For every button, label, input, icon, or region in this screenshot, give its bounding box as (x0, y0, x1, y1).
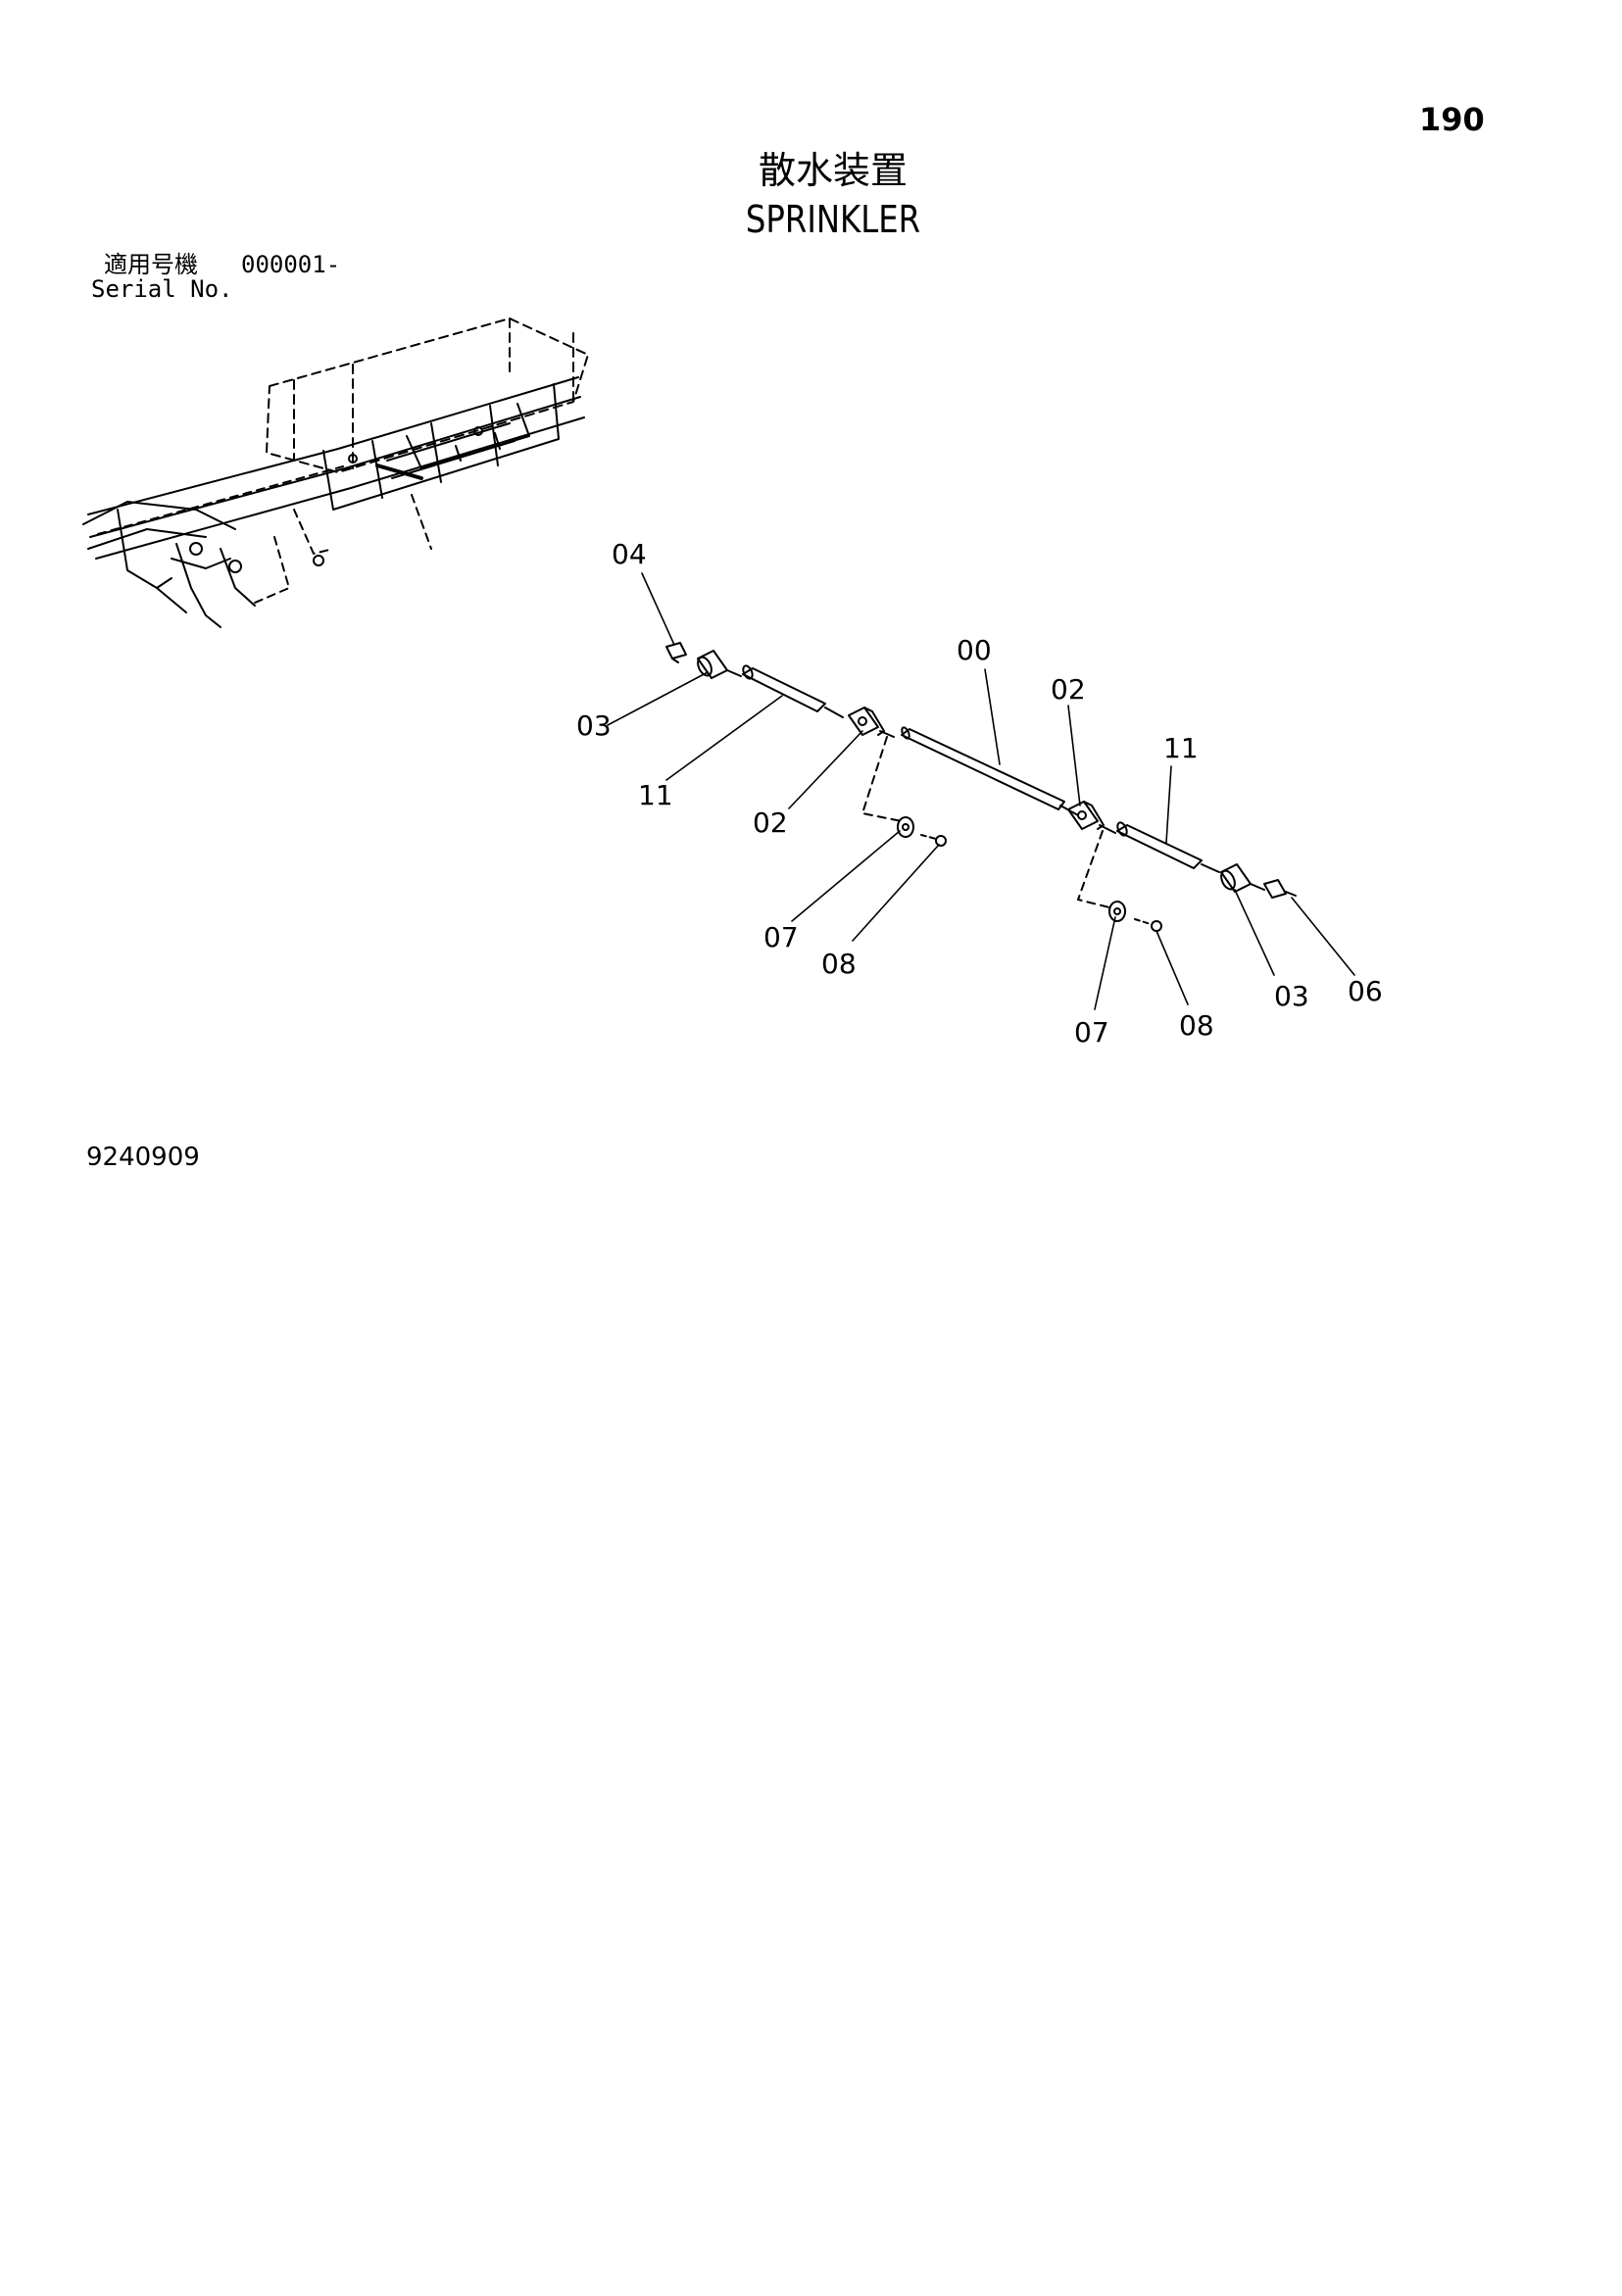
callout-07-right: 07 (1074, 1016, 1109, 1049)
part-04-drawing (665, 642, 687, 663)
part-02-right-drawing (1067, 801, 1116, 834)
serial-label-english: Serial No. (91, 275, 233, 303)
part-08-right-drawing (1134, 918, 1162, 932)
machine-frame-drawing (82, 318, 589, 628)
title-english: SPRINKLER (745, 198, 921, 241)
callout-08-right: 08 (1179, 1009, 1214, 1042)
callout-07-left: 07 (763, 921, 799, 953)
leader-lines (607, 572, 1355, 1010)
callout-06: 06 (1348, 975, 1383, 1007)
callout-11-right: 11 (1163, 732, 1199, 764)
part-03-right-drawing (1220, 863, 1265, 893)
part-00-drawing (901, 726, 1079, 816)
callout-02-lower: 02 (753, 806, 788, 839)
part-06-drawing (1263, 879, 1297, 899)
serial-label-japanese: 適用号機 (104, 251, 198, 278)
part-03-left-drawing (697, 650, 742, 679)
sprinkler-assembly (665, 642, 1297, 932)
callout-03-right: 03 (1274, 980, 1309, 1012)
part-07-left-drawing (861, 736, 914, 838)
callout-08-left: 08 (821, 948, 857, 980)
serial-range: 000001- (241, 251, 341, 278)
callout-03-left: 03 (576, 709, 612, 742)
part-08-left-drawing (920, 834, 947, 847)
part-11-left-drawing (742, 664, 844, 718)
page-number: 190 (1419, 101, 1485, 138)
callout-02-upper: 02 (1051, 673, 1086, 706)
title-japanese: 散水装置 (758, 149, 908, 192)
part-02-left-drawing (848, 707, 895, 738)
part-07-right-drawing (1077, 830, 1126, 922)
callout-04: 04 (612, 538, 647, 570)
callout-00: 00 (957, 634, 992, 666)
part-11-right-drawing (1116, 821, 1220, 873)
drawing-number: 9240909 (86, 1143, 200, 1172)
callout-11-left: 11 (638, 779, 673, 811)
